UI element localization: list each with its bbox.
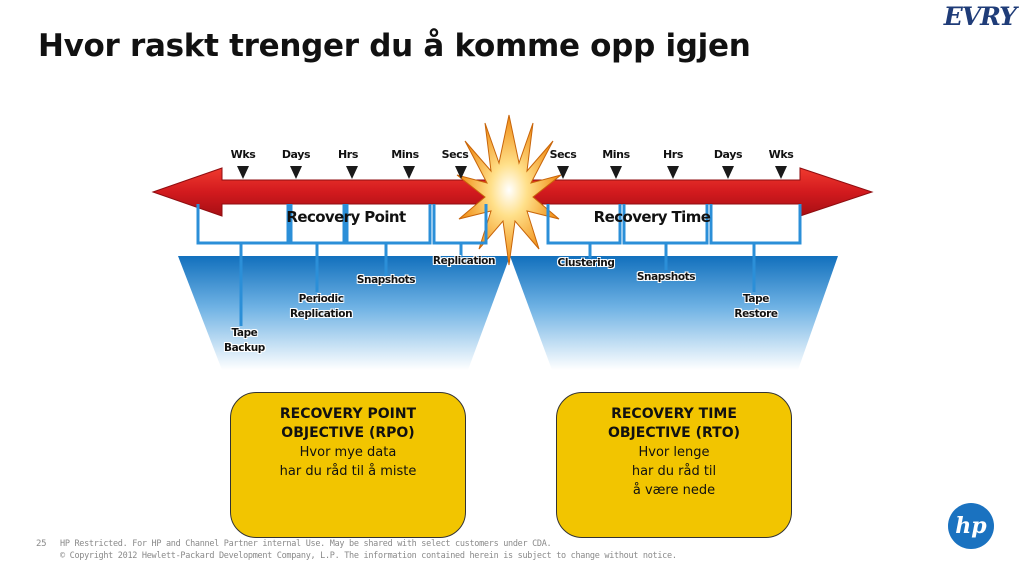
- burst-icon: [456, 114, 562, 266]
- left-tick-marker: [455, 166, 467, 179]
- left-brackets: [196, 204, 488, 326]
- tech-tape-restore: Tape Restore: [734, 293, 778, 320]
- rpo-title: RECOVERY POINT OBJECTIVE (RPO): [279, 406, 417, 441]
- right-funnel: [510, 256, 838, 370]
- right-brackets: [546, 204, 802, 292]
- footer-copyright: © Copyright 2012 Hewlett-Packard Develop…: [60, 551, 677, 561]
- left-tick-days: Days: [281, 148, 311, 161]
- right-red-arrow: [521, 167, 874, 217]
- tech-periodic-replication: Periodic Replication: [290, 293, 353, 320]
- rpo-description: Hvor mye data har du råd til å miste: [279, 445, 417, 479]
- page-number: 25: [36, 539, 47, 549]
- hp-logo: hp: [948, 503, 994, 549]
- left-tick-marker: [290, 166, 302, 179]
- recovery-time-label: Recovery Time: [593, 208, 711, 226]
- right-tick-secs: Secs: [549, 148, 577, 161]
- tech-replication: Replication: [432, 255, 496, 267]
- right-tick-days: Days: [713, 148, 743, 161]
- left-tick-secs: Secs: [441, 148, 469, 161]
- rto-title: RECOVERY TIME OBJECTIVE (RTO): [607, 406, 741, 441]
- left-tick-marker: [346, 166, 358, 179]
- left-tick-hrs: Hrs: [338, 148, 358, 161]
- right-tick-hrs: Hrs: [663, 148, 683, 161]
- left-tick-marker: [403, 166, 415, 179]
- tech-tape-backup: Tape Backup: [224, 327, 265, 354]
- right-tick-wks: Wks: [768, 148, 794, 161]
- rto-description: Hvor lenge har du råd til å være nede: [631, 445, 717, 498]
- rpo-box: RECOVERY POINT OBJECTIVE (RPO) Hvor mye …: [230, 392, 466, 538]
- recovery-point-label: Recovery Point: [286, 208, 406, 226]
- page-title: Hvor raskt trenger du å komme opp igjen: [38, 28, 751, 64]
- left-tick-mins: Mins: [391, 148, 419, 161]
- right-tick-marker: [610, 166, 622, 179]
- left-funnel: [178, 256, 510, 370]
- evry-logo: EVRY: [943, 2, 1017, 31]
- right-tick-mins: Mins: [602, 148, 630, 161]
- right-tick-marker: [722, 166, 734, 179]
- tech-snapshots-left: Snapshots: [356, 274, 416, 286]
- tech-snapshots-right: Snapshots: [636, 271, 696, 283]
- right-tick-marker: [557, 166, 569, 179]
- tech-clustering: Clustering: [557, 257, 615, 269]
- footer-restriction: HP Restricted. For HP and Channel Partne…: [60, 539, 552, 549]
- right-tick-marker: [775, 166, 787, 179]
- left-tick-marker: [237, 166, 249, 179]
- right-tick-marker: [667, 166, 679, 179]
- rto-box: RECOVERY TIME OBJECTIVE (RTO) Hvor lenge…: [556, 392, 792, 538]
- left-tick-wks: Wks: [230, 148, 256, 161]
